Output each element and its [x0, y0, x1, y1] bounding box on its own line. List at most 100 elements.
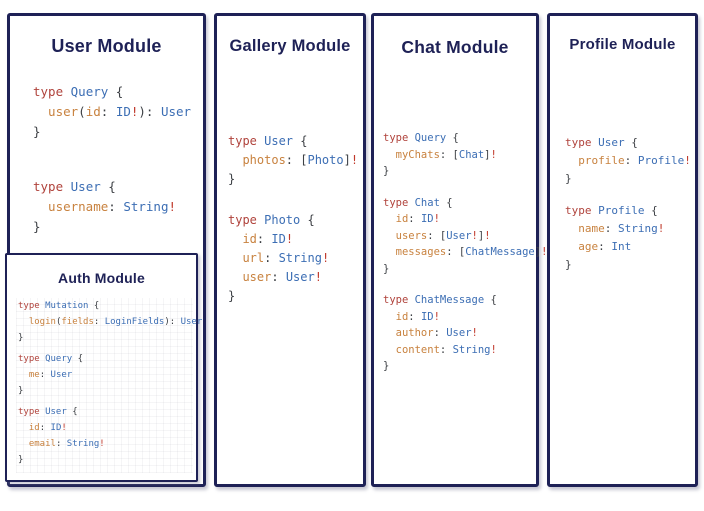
- code-block: type Query { me: User}: [18, 351, 193, 399]
- panel-chat-module: Chat Module type Query { myChats: [Chat]…: [371, 13, 547, 487]
- code-line: username: String!: [33, 197, 191, 217]
- code-token-p: :: [93, 317, 105, 327]
- gallery-module-title: Gallery Module: [229, 37, 351, 55]
- code-token-t: Query: [70, 84, 116, 99]
- code-token-p: :: [624, 154, 638, 167]
- code-token-f: url: [228, 251, 265, 265]
- code-token-t: Int: [611, 240, 632, 253]
- panel-user-module: User Module type Query { user(id: ID!): …: [5, 13, 206, 487]
- code-token-p: {: [452, 132, 459, 144]
- code-token-p: }: [33, 124, 41, 139]
- code-token-t: User: [160, 104, 192, 119]
- code-token-t: Query: [414, 132, 453, 144]
- code-token-t: Mutation: [45, 301, 94, 311]
- code-token-p: }: [228, 172, 236, 186]
- code-token-f: user: [33, 104, 79, 119]
- code-token-p: {: [72, 407, 78, 417]
- code-line: name: String!: [565, 220, 691, 238]
- code-token-p: :: [55, 439, 67, 449]
- code-token-f: username: [33, 199, 109, 214]
- code-token-b: !: [285, 232, 294, 246]
- code-token-k: type: [33, 84, 71, 99]
- code-token-b: !: [99, 439, 105, 449]
- user-module-title: User Module: [51, 36, 162, 56]
- code-line: users: [User!]!: [383, 228, 547, 245]
- code-token-b: !: [61, 423, 67, 433]
- code-line: }: [33, 217, 191, 237]
- code-token-k: type: [383, 132, 415, 144]
- code-token-p: {: [77, 354, 84, 364]
- code-line: login(fields: LoginFields): User: [18, 314, 202, 330]
- code-token-t: String: [278, 251, 322, 265]
- code-line: type User {: [18, 404, 193, 420]
- code-line: }: [33, 122, 191, 142]
- code-line: messages: [ChatMessage]!: [383, 244, 548, 261]
- code-line: id: ID!: [383, 211, 547, 228]
- code-token-t: ID: [420, 310, 434, 323]
- code-token-t: User: [446, 229, 472, 242]
- panel-profile-module: Profile Module type User { profile: Prof…: [547, 13, 698, 487]
- code-token-t: User: [446, 327, 472, 339]
- auth-module-code: type Mutation { login(fields: LoginField…: [16, 298, 202, 473]
- code-token-t: Photo: [264, 213, 308, 227]
- profile-module-code: type User { profile: Profile!}type Profi…: [565, 134, 691, 288]
- code-block: type User { profile: Profile!}: [565, 134, 691, 188]
- code-token-f: id: [18, 423, 40, 433]
- code-line: type Query {: [18, 351, 193, 367]
- code-line: myChats: [Chat]!: [383, 147, 547, 164]
- code-token-p: :: [39, 370, 51, 380]
- code-token-p: :: [271, 270, 286, 284]
- code-token-p: {: [631, 136, 638, 149]
- code-line: }: [18, 383, 193, 399]
- code-token-k: type: [18, 407, 46, 417]
- code-token-p: }: [383, 360, 390, 372]
- code-token-p: :: [598, 240, 612, 253]
- code-token-f: myChats: [383, 148, 440, 161]
- code-token-b: !: [541, 246, 548, 258]
- code-token-f: age: [565, 240, 599, 253]
- code-token-f: email: [18, 439, 56, 449]
- code-token-f: photos: [228, 153, 286, 167]
- code-line: id: ID!: [383, 309, 547, 326]
- code-token-p: (: [55, 317, 62, 327]
- code-line: }: [18, 452, 193, 468]
- code-token-b: !: [490, 343, 497, 356]
- code-token-p: :: [604, 222, 618, 235]
- code-line: type User {: [565, 134, 691, 152]
- code-token-t: LoginFields: [104, 317, 165, 327]
- code-token-b: !: [471, 229, 478, 242]
- code-token-t: User: [180, 317, 203, 327]
- code-token-t: String: [618, 222, 658, 235]
- auth-module-title: Auth Module: [58, 270, 145, 286]
- code-token-p: {: [115, 84, 124, 99]
- code-token-p: ):: [164, 317, 181, 327]
- code-line: type Mutation {: [18, 298, 193, 314]
- code-line: }: [565, 170, 691, 188]
- code-token-b: !: [490, 148, 497, 161]
- code-token-k: type: [18, 354, 46, 364]
- code-token-p: }: [383, 165, 390, 177]
- code-token-p: {: [651, 204, 658, 217]
- code-token-p: : [: [446, 246, 466, 258]
- code-token-p: {: [108, 179, 116, 194]
- code-token-p: }: [18, 455, 24, 465]
- code-line: }: [228, 287, 358, 306]
- code-token-f: id: [383, 213, 409, 225]
- code-token-p: :: [108, 199, 124, 214]
- code-token-t: Profile: [598, 204, 652, 217]
- code-token-p: :: [433, 327, 447, 339]
- code-token-f: messages: [383, 246, 447, 258]
- code-line: type User {: [33, 177, 191, 197]
- code-token-t: String: [452, 343, 491, 356]
- code-token-p: :: [439, 343, 453, 356]
- code-block: type Query { myChats: [Chat]!}: [383, 130, 547, 180]
- code-line: id: ID!: [18, 420, 193, 436]
- code-token-t: ChatMessage: [414, 294, 491, 306]
- code-token-p: }: [383, 262, 390, 275]
- code-token-b: !: [433, 310, 440, 323]
- code-token-b: !: [657, 222, 665, 235]
- code-token-p: :: [256, 232, 272, 246]
- code-token-f: author: [383, 327, 434, 339]
- code-token-t: ID: [271, 232, 286, 246]
- code-token-p: {: [307, 213, 315, 227]
